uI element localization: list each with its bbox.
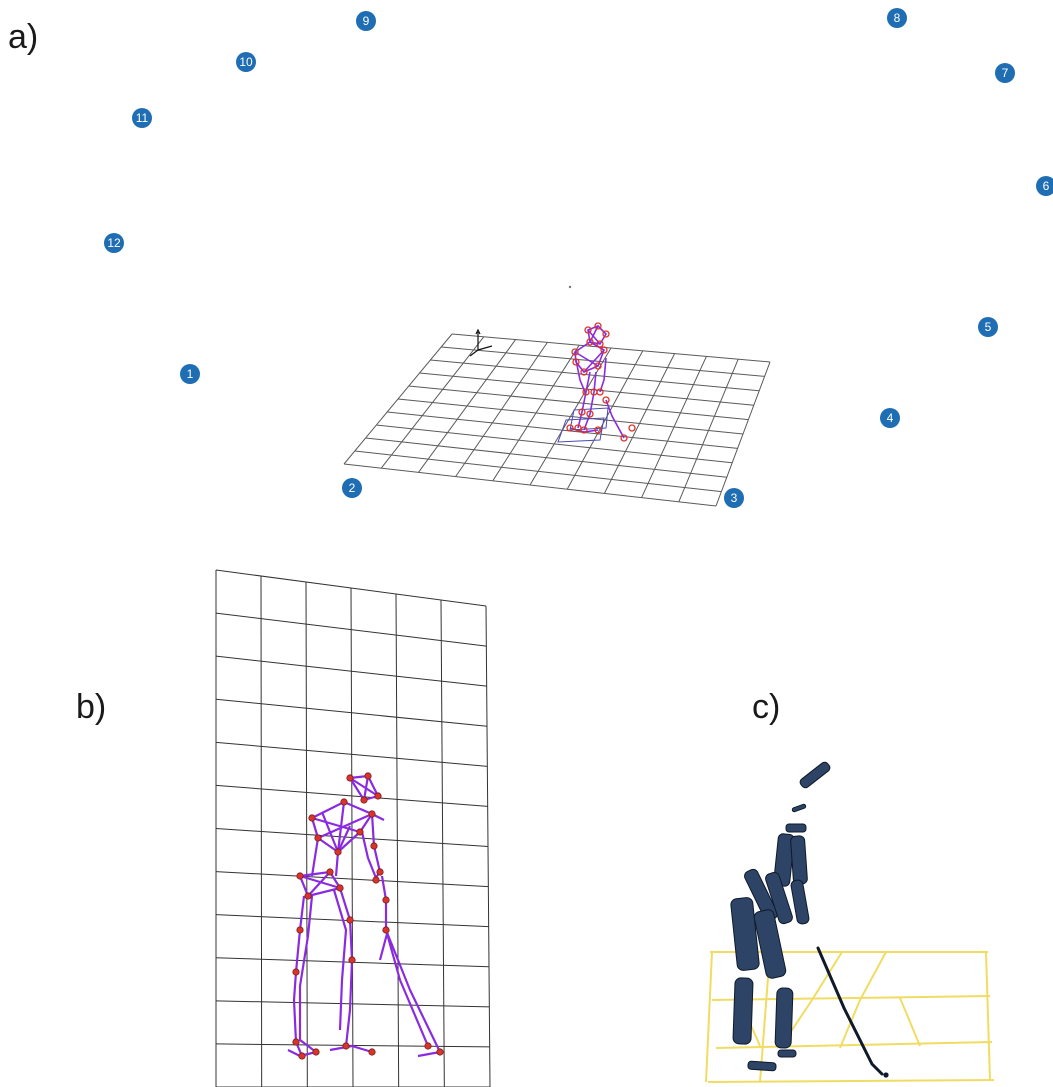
reference-dot <box>568 285 572 289</box>
grid-b-line <box>215 828 489 847</box>
grid-a-line <box>354 450 722 493</box>
golf-ball-c <box>883 1072 889 1078</box>
grid-b-line <box>215 1000 490 1008</box>
grid-b-line <box>215 871 489 888</box>
camera-marker-8: 8 <box>887 8 907 28</box>
grid-a-line <box>451 333 771 363</box>
grid-b-line <box>215 784 488 807</box>
camera-marker-6: 6 <box>1036 176 1053 196</box>
golf-club-c <box>816 946 884 1076</box>
grid-b-line <box>215 741 488 767</box>
panel-label-b: b) <box>76 688 107 726</box>
camera-marker-3: 3 <box>724 488 744 508</box>
camera-marker-7: 7 <box>995 63 1015 83</box>
panel-label-a: a) <box>8 18 39 56</box>
grid-a-line <box>376 424 733 464</box>
camera-marker-11: 11 <box>132 108 152 128</box>
grid-b-line <box>215 655 487 687</box>
floor-grid-a <box>343 333 771 507</box>
grid-a-line <box>430 359 760 392</box>
floor-grid-b <box>215 569 491 1087</box>
grid-a-line <box>343 463 717 507</box>
camera-marker-5: 5 <box>978 317 998 337</box>
grid-b-line <box>215 569 487 607</box>
skeleton-a <box>557 322 636 443</box>
grid-b-line <box>215 698 488 727</box>
skeleton-b <box>287 772 444 1060</box>
camera-marker-10: 10 <box>236 52 256 72</box>
camera-marker-12: 12 <box>104 233 124 253</box>
panel-label-c: c) <box>752 688 781 726</box>
grid-a-line <box>441 346 765 377</box>
camera-marker-2: 2 <box>342 478 362 498</box>
grid-a-line <box>397 398 744 435</box>
segment-model-c <box>730 761 831 1072</box>
grid-a-line <box>365 437 727 478</box>
grid-a-line <box>408 385 749 421</box>
coordinate-axes-icon <box>469 328 493 357</box>
grid-b-line <box>215 612 487 647</box>
camera-marker-9: 9 <box>356 11 376 31</box>
camera-marker-4: 4 <box>880 408 900 428</box>
camera-marker-1: 1 <box>180 364 200 384</box>
